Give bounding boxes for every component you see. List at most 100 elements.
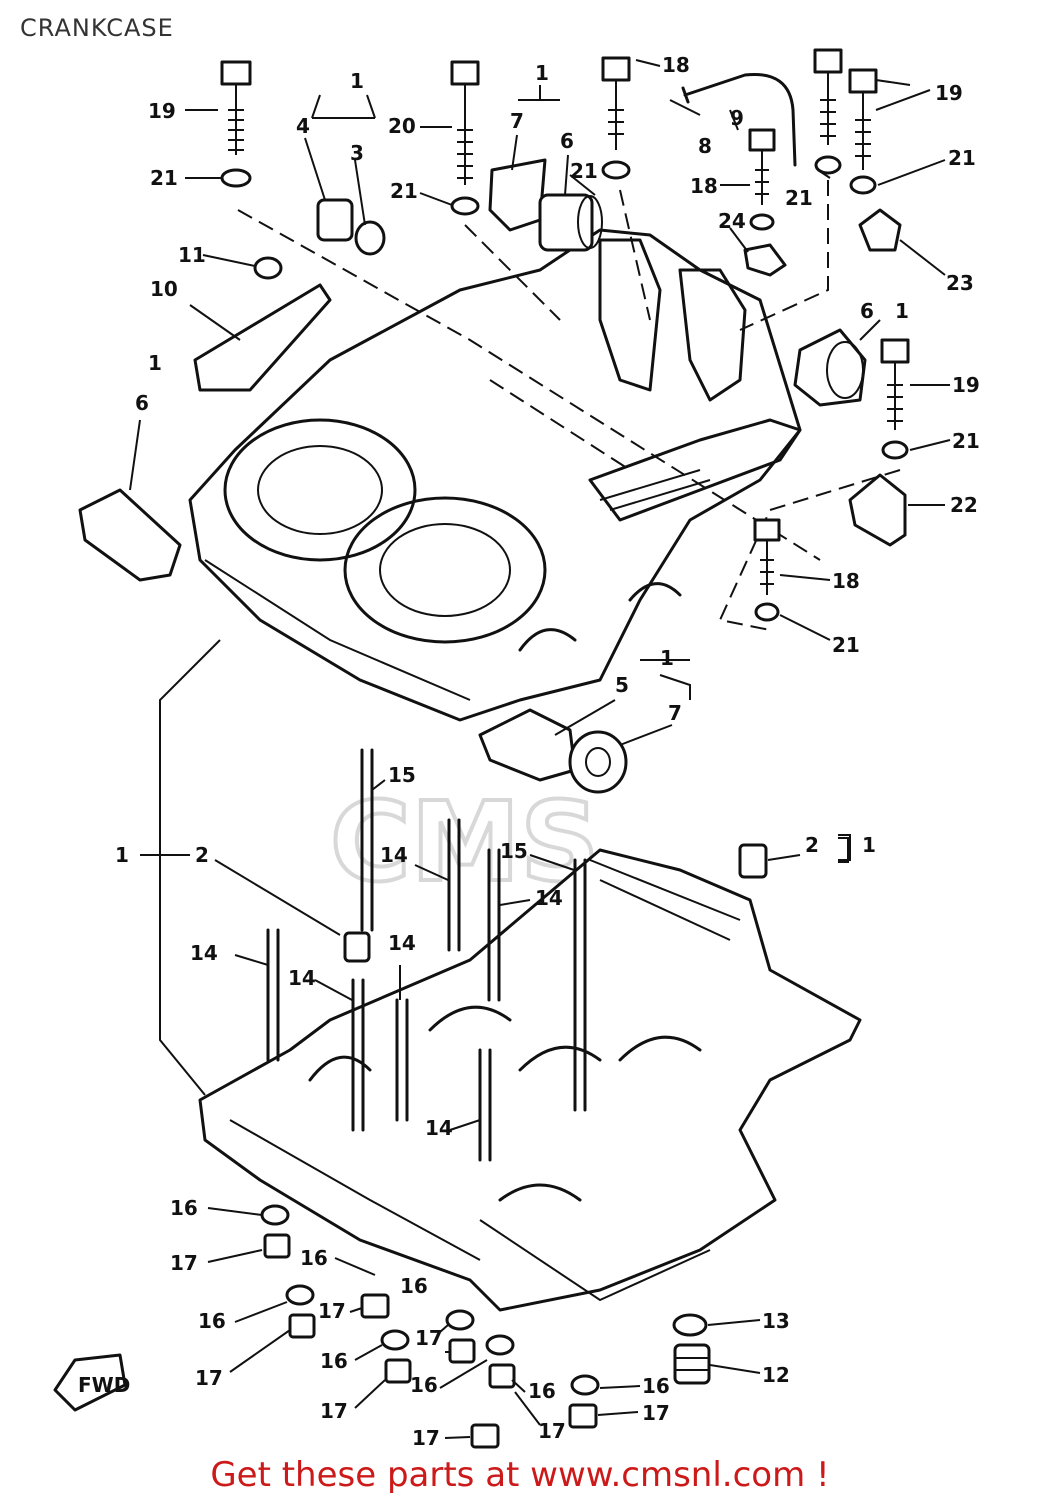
callout-23: 23 xyxy=(946,271,974,295)
lower-crankcase[interactable] xyxy=(198,848,862,1312)
callout-16: 16 xyxy=(642,1374,670,1398)
bolt-19-right-a[interactable] xyxy=(813,48,843,145)
washer-21-mid[interactable] xyxy=(450,196,480,216)
callout-21: 21 xyxy=(952,429,980,453)
washer-21-right-b[interactable] xyxy=(849,175,877,195)
callout-17: 17 xyxy=(412,1426,440,1450)
bolt-11[interactable] xyxy=(253,256,283,280)
bolt-19-side[interactable] xyxy=(880,338,910,430)
callout-21: 21 xyxy=(948,146,976,170)
callout-18: 18 xyxy=(690,174,718,198)
callout-7: 7 xyxy=(668,701,682,725)
callout-1: 1 xyxy=(660,646,674,670)
callout-1: 1 xyxy=(895,299,909,323)
callout-14: 14 xyxy=(388,931,416,955)
callout-18: 18 xyxy=(662,53,690,77)
callout-16: 16 xyxy=(400,1274,428,1298)
washer-21-left[interactable] xyxy=(220,168,252,188)
page-title: CRANKCASE xyxy=(20,14,174,42)
bearing-6-left[interactable] xyxy=(78,488,182,582)
callout-15: 15 xyxy=(500,839,528,863)
callout-17: 17 xyxy=(415,1326,443,1350)
callout-1: 1 xyxy=(535,61,549,85)
gasket-13[interactable] xyxy=(672,1313,708,1337)
callout-3: 3 xyxy=(350,141,364,165)
clamp-22[interactable] xyxy=(848,473,907,547)
dowel-pin-2-right[interactable] xyxy=(738,843,768,879)
callout-12: 12 xyxy=(762,1363,790,1387)
clamp-24[interactable] xyxy=(743,243,787,277)
callout-16: 16 xyxy=(198,1309,226,1333)
callout-16: 16 xyxy=(170,1196,198,1220)
drain-plug-12[interactable] xyxy=(673,1343,711,1385)
dowel-pin-2-left[interactable] xyxy=(343,931,371,963)
callout-21: 21 xyxy=(832,633,860,657)
bearing-6-right[interactable] xyxy=(793,328,867,407)
callout-5: 5 xyxy=(615,673,629,697)
callout-20: 20 xyxy=(388,114,416,138)
oil-seal-3[interactable] xyxy=(354,220,386,256)
oil-seal-7-top[interactable] xyxy=(488,158,547,232)
callout-1: 1 xyxy=(115,843,129,867)
bearing-4[interactable] xyxy=(316,198,354,242)
bearing-5-bottom[interactable] xyxy=(478,708,577,782)
callout-16: 16 xyxy=(320,1349,348,1373)
washer-21-side[interactable] xyxy=(881,440,909,460)
washer-21-right-a[interactable] xyxy=(814,155,842,175)
callout-labels: 19 21 1 4 3 20 1 7 6 21 21 18 9 8 18 21 … xyxy=(115,53,980,1450)
callout-16: 16 xyxy=(300,1246,328,1270)
bolt-18-mid[interactable] xyxy=(748,128,776,205)
callout-9: 9 xyxy=(730,106,744,130)
callout-14: 14 xyxy=(190,941,218,965)
cmsnl-parts-link[interactable]: Get these parts at www.cmsnl.com ! xyxy=(210,1455,830,1495)
bolt-19-left[interactable] xyxy=(220,60,252,155)
svg-text:FWD: FWD xyxy=(78,1373,130,1397)
callout-14: 14 xyxy=(535,886,563,910)
callout-19: 19 xyxy=(935,81,963,105)
callout-7: 7 xyxy=(510,109,524,133)
callout-14: 14 xyxy=(288,966,316,990)
callout-6: 6 xyxy=(135,391,149,415)
callout-14: 14 xyxy=(425,1116,453,1140)
washer-21-lower[interactable] xyxy=(754,602,780,622)
callout-11: 11 xyxy=(178,243,206,267)
bearing-8-top[interactable] xyxy=(538,193,603,252)
stud-bolts[interactable] xyxy=(266,748,587,1162)
upper-crankcase[interactable] xyxy=(188,228,802,722)
callout-17: 17 xyxy=(642,1401,670,1425)
bolt-18-top[interactable] xyxy=(601,56,631,150)
callout-21: 21 xyxy=(570,159,598,183)
washer-21-mid-right[interactable] xyxy=(749,213,775,231)
callout-17: 17 xyxy=(318,1299,346,1323)
hose-9[interactable] xyxy=(683,72,797,167)
callout-13: 13 xyxy=(762,1309,790,1333)
callout-8: 8 xyxy=(698,134,712,158)
callout-14: 14 xyxy=(380,843,408,867)
callout-17: 17 xyxy=(195,1366,223,1390)
oil-seal-7-bottom[interactable] xyxy=(568,730,628,794)
alignment-lines xyxy=(237,180,901,631)
callout-19: 19 xyxy=(952,373,980,397)
callout-16: 16 xyxy=(528,1379,556,1403)
clamp-23[interactable] xyxy=(858,208,902,252)
bolt-19-right-b[interactable] xyxy=(848,68,878,170)
callout-1: 1 xyxy=(862,833,876,857)
callout-17: 17 xyxy=(170,1251,198,1275)
callout-1: 1 xyxy=(350,69,364,93)
callout-6: 6 xyxy=(560,129,574,153)
callout-6: 6 xyxy=(860,299,874,323)
washer-21-top[interactable] xyxy=(601,160,631,180)
callout-21: 21 xyxy=(390,179,418,203)
bolt-18-side[interactable] xyxy=(753,518,781,595)
leader-lines xyxy=(129,59,951,1439)
callout-24: 24 xyxy=(718,209,746,233)
bolt-20[interactable] xyxy=(450,60,480,185)
washers-16[interactable] xyxy=(260,1204,600,1396)
callout-4: 4 xyxy=(296,114,310,138)
callout-2: 2 xyxy=(195,843,209,867)
callout-17: 17 xyxy=(538,1419,566,1443)
plate-10[interactable] xyxy=(193,283,332,392)
nuts-17[interactable] xyxy=(263,1233,598,1449)
fwd-arrow-icon: FWD xyxy=(53,1353,130,1412)
callout-17: 17 xyxy=(320,1399,348,1423)
